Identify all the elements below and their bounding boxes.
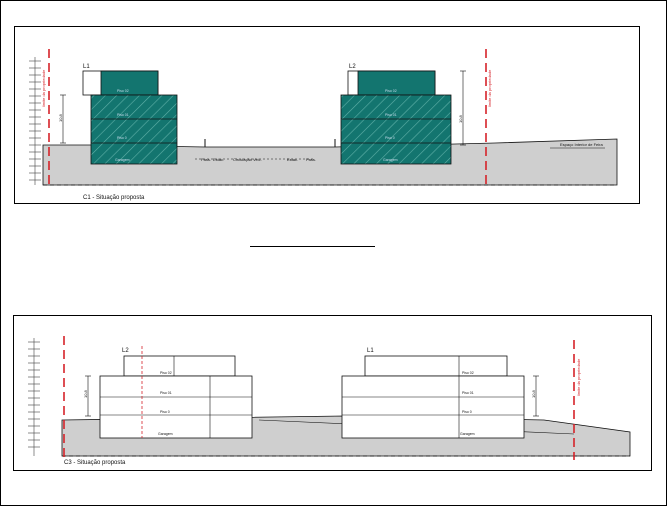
height-dim-right-value: 10.8 (531, 389, 536, 398)
height-dim-right-value: 10.8 (458, 114, 463, 123)
floor-label: Piso 01 (117, 113, 129, 117)
annotation-feira: Espaço Interior de Feira (560, 142, 603, 147)
street-label-road: Circulação Veic. (233, 157, 262, 162)
building-l1-c1: L1 Piso 02 Piso 01 Piso 0 Garagem (82, 64, 178, 165)
building-label: L1 (367, 348, 374, 354)
floor-label: Piso 01 (385, 113, 397, 117)
height-dimension-right (533, 375, 539, 417)
floor-label: Piso 0 (385, 136, 395, 140)
floor-label: Piso 02 (385, 89, 397, 93)
building-label: L2 (122, 348, 129, 354)
height-dim-left-value: 10.8 (83, 389, 88, 398)
boundary-label-right: limite da propriedade (576, 358, 581, 396)
level-scale (28, 338, 40, 456)
floor-label: Garagem (460, 432, 475, 436)
floor-label: Piso 02 (160, 371, 172, 375)
floor-label: Piso 0 (160, 410, 170, 414)
height-dimension-left (85, 375, 91, 417)
separator-line (250, 246, 375, 247)
building-l2-c3: L2 Piso 02 Piso 01 Piso 0 Garagem (99, 346, 253, 439)
floor-label: Piso 02 (462, 371, 474, 375)
section-caption: C3 - Situação proposta (64, 460, 126, 466)
street-label-pass-right: Pass. (306, 157, 316, 162)
floor-label: Garagem (158, 432, 173, 436)
floor-label: Piso 01 (462, 391, 474, 395)
street-label-estac-left: Estac. (213, 157, 224, 162)
floor-label: Garagem (383, 158, 398, 162)
section-c3-drawing: limite da propriedade L2 Piso 02 Piso 01… (28, 336, 631, 466)
height-dimension-right (460, 70, 466, 146)
section-c3-panel: limite da propriedade L2 Piso 02 Piso 01… (13, 315, 652, 471)
boundary-label-left: limite da propriedade (41, 69, 46, 107)
floor-label: Piso 0 (117, 136, 127, 140)
height-dimension-left (60, 94, 66, 144)
street-label-estac-right: Estac. (287, 157, 298, 162)
building-l1-c3: L1 Piso 02 Piso 01 Piso 0 Garagem (341, 348, 525, 439)
height-dim-left-value: 10.8 (58, 113, 63, 122)
floor-label: Piso 01 (160, 391, 172, 395)
building-label: L2 (349, 64, 356, 70)
boundary-label-right: limite da propriedade (487, 69, 492, 107)
floor-label: Garagem (115, 158, 130, 162)
section-caption: C1 - Situação proposta (83, 195, 145, 201)
section-c1-drawing: limite da propriedade limite da propried… (29, 49, 618, 201)
level-scale (29, 57, 41, 185)
building-label: L1 (83, 64, 90, 70)
section-c1-panel: limite da propriedade limite da propried… (14, 26, 640, 204)
floor-label: Piso 0 (462, 410, 472, 414)
floor-label: Piso 02 (117, 89, 129, 93)
street-label-pass-left: Pass. (201, 157, 211, 162)
building-l2-c1: L2 Piso 02 Piso 01 Piso 0 Garagem (340, 64, 452, 165)
